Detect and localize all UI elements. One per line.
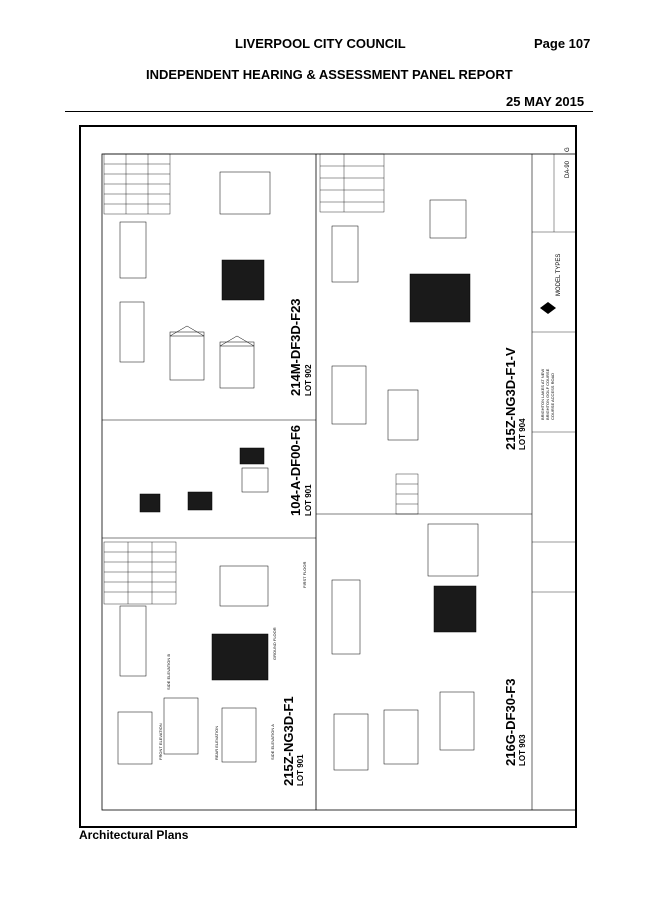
figure-caption: Architectural Plans: [79, 828, 189, 842]
lot-label-2: LOT 901: [304, 484, 313, 516]
view-label-rear: REAR ELEVATION: [214, 725, 219, 760]
title-block: [532, 154, 576, 593]
model-label-1: 215Z-NG3D-F1: [281, 696, 296, 786]
company-logo-icon: [540, 302, 556, 314]
lot-label-1: LOT 901: [296, 754, 305, 786]
council-name: LIVERPOOL CITY COUNCIL: [235, 36, 406, 51]
page-number: Page 107: [534, 36, 591, 51]
model-label-4: 216G-DF30-F3: [503, 678, 518, 766]
floor-plan-group: [139, 171, 479, 681]
architectural-drawing: [101, 153, 577, 811]
revision: G: [565, 147, 571, 152]
model-label-5: 215Z-NG3D-F1-V: [503, 347, 518, 450]
model-label-2: 104-A-DF00-F6: [288, 424, 303, 516]
schedule-table-2: [103, 541, 177, 605]
view-label-side-a: SIDE ELEVATION A: [270, 724, 275, 760]
report-title: INDEPENDENT HEARING & ASSESSMENT PANEL R…: [146, 67, 513, 82]
drawing-number: DA-90: [565, 160, 571, 178]
schedule-table-1: [103, 153, 171, 215]
view-label-front: FRONT ELEVATION: [158, 723, 163, 760]
view-label-ground: GROUND FLOOR: [272, 627, 277, 660]
lot-label-5: LOT 904: [518, 418, 527, 450]
header-rule: [65, 111, 593, 112]
lot-label-4: LOT 903: [518, 734, 527, 766]
lot-label-3: LOT 902: [304, 364, 313, 396]
report-date: 25 MAY 2015: [506, 94, 585, 109]
site-line-3: COURSE ACCESS ROAD: [550, 372, 555, 420]
title-block-brand: MODEL TYPES: [556, 253, 562, 296]
model-label-3: 214M-DF3D-F23: [288, 298, 303, 396]
schedule-table-3: [319, 153, 385, 213]
elevation-group: [117, 221, 475, 771]
view-label-side-b: SIDE ELEVATION B: [166, 653, 171, 690]
view-label-first: FIRST FLOOR: [302, 561, 307, 588]
schedule-table-4: [395, 473, 419, 515]
